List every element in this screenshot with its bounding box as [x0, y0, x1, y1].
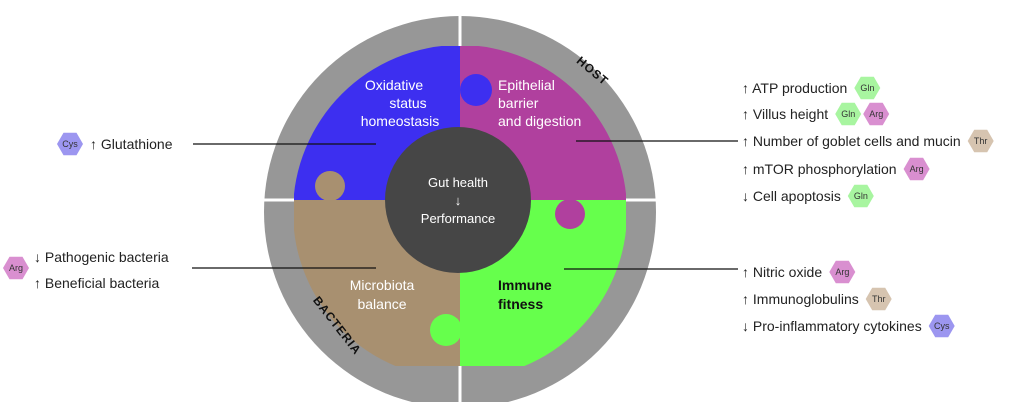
immune-line2: fitness — [498, 296, 543, 312]
label-villus: ↑ Villus height — [742, 106, 828, 122]
center-line1: Gut health — [428, 175, 488, 190]
label-cytokines: ↓ Pro-inflammatory cytokines — [742, 318, 922, 334]
immune-line1: Immune — [498, 277, 552, 293]
label-apoptosis: ↓ Cell apoptosis — [742, 188, 841, 204]
label-goblet: ↑ Number of goblet cells and mucin — [742, 133, 961, 149]
badge-gln-4: Gln — [847, 184, 874, 208]
puzzle-knob-oxidative — [315, 171, 345, 201]
center-circle — [385, 127, 531, 273]
badge-arg-1: Arg — [863, 102, 890, 126]
badge-thr-2: Thr — [967, 129, 994, 153]
epithelial-line3: and digestion — [498, 113, 581, 129]
badge-gln-0: Gln — [854, 76, 881, 100]
oxidative-line3: homeostasis — [361, 113, 440, 129]
oxidative-line2: status — [389, 95, 426, 111]
microbiota-line1: Microbiota — [350, 277, 415, 293]
svg-text:Arg: Arg — [910, 164, 924, 174]
svg-text:Cys: Cys — [62, 139, 78, 149]
svg-text:Gln: Gln — [854, 191, 868, 201]
label-immunoglobulins: ↑ Immunoglobulins — [742, 291, 859, 307]
center-arrow: ↓ — [455, 193, 462, 208]
epithelial-line2: barrier — [498, 95, 539, 111]
svg-text:Gln: Gln — [841, 109, 855, 119]
svg-text:Arg: Arg — [835, 267, 849, 277]
puzzle-knob-immune — [555, 199, 585, 229]
badge-arg-5: Arg — [829, 260, 856, 284]
puzzle-knob-epithelial — [460, 74, 492, 106]
center-line2: Performance — [421, 211, 495, 226]
badge-arg-3: Arg — [903, 157, 930, 181]
badge-gln-1: Gln — [835, 102, 862, 126]
svg-text:Arg: Arg — [9, 263, 23, 273]
label-mtor: ↑ mTOR phosphorylation — [742, 161, 897, 177]
oxidative-line1: Oxidative — [365, 77, 424, 93]
svg-text:Thr: Thr — [872, 294, 886, 304]
svg-text:Cys: Cys — [934, 321, 950, 331]
badge-thr-6: Thr — [865, 287, 892, 311]
badge-cys-7: Cys — [928, 314, 955, 338]
label-beneficial: ↑ Beneficial bacteria — [34, 275, 160, 291]
puzzle-knob-microbiota — [430, 314, 462, 346]
svg-text:Gln: Gln — [860, 83, 874, 93]
label-glutathione: ↑ Glutathione — [90, 136, 173, 152]
badge-arg-bacteria: Arg — [3, 256, 29, 280]
label-atp: ↑ ATP production — [742, 80, 847, 96]
svg-text:Arg: Arg — [869, 109, 883, 119]
epithelial-line1: Epithelial — [498, 77, 555, 93]
badge-cys-glutathione: Cys — [57, 132, 83, 156]
svg-text:Thr: Thr — [974, 136, 988, 146]
microbiota-line2: balance — [357, 296, 406, 312]
label-pathogenic: ↓ Pathogenic bacteria — [34, 249, 169, 265]
label-nitric: ↑ Nitric oxide — [742, 264, 822, 280]
